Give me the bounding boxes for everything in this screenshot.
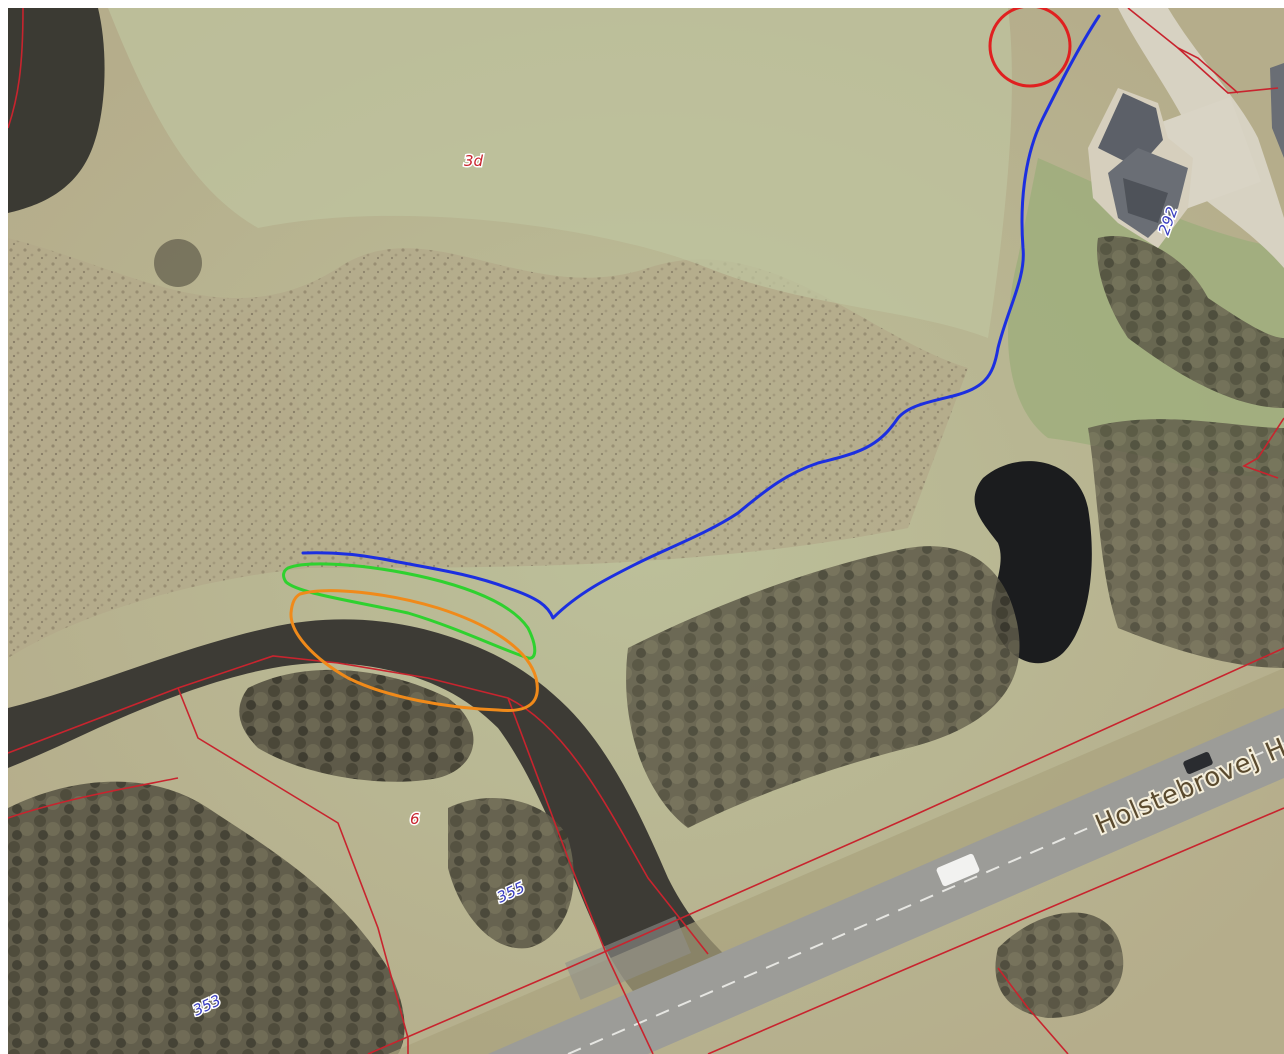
road-bridge bbox=[564, 916, 692, 1000]
boundary-island-east bbox=[507, 697, 654, 1054]
red-circle-annotation bbox=[988, 8, 1072, 88]
boundary-bottom-right bbox=[997, 967, 1069, 1054]
parcel-label-3d: 3d bbox=[464, 152, 484, 170]
boundary-house-west bbox=[1177, 47, 1239, 94]
boundary-upper-left bbox=[8, 8, 24, 129]
boundary-island-west bbox=[177, 687, 409, 1054]
orange-outline-annotation bbox=[289, 589, 539, 713]
woodland-east bbox=[626, 546, 1020, 828]
boundary-river-south bbox=[8, 655, 709, 955]
river-upper-left bbox=[8, 8, 105, 213]
road bbox=[488, 708, 1284, 1054]
boundary-road-south bbox=[707, 807, 1284, 1054]
woodland-far-east bbox=[1088, 419, 1284, 668]
boundary-left-bottom bbox=[8, 777, 179, 819]
boundary-east-notch bbox=[1242, 417, 1284, 479]
meadow-area bbox=[108, 8, 1012, 338]
road-center-line bbox=[567, 742, 1284, 1054]
woodland-island bbox=[239, 669, 474, 782]
woodland-house bbox=[1097, 236, 1284, 408]
vehicle-white bbox=[936, 853, 980, 887]
house-right-edge bbox=[1270, 63, 1284, 158]
woodland-bottom-right bbox=[995, 912, 1124, 1018]
boundary-top-right bbox=[1127, 8, 1279, 94]
parcel-label-6: 6 bbox=[410, 810, 420, 828]
heath-area-north bbox=[8, 308, 308, 478]
green-outline-annotation bbox=[282, 562, 537, 660]
woodland-south-west bbox=[8, 781, 405, 1054]
tree-clump bbox=[154, 239, 202, 287]
parcel-boundaries bbox=[8, 8, 1284, 1054]
river bbox=[8, 619, 728, 1008]
blue-line-annotation bbox=[301, 14, 1101, 620]
woodland-center bbox=[448, 798, 574, 949]
vehicle-dark bbox=[1183, 752, 1213, 774]
boundary-road-north bbox=[367, 647, 1284, 1054]
house bbox=[1088, 88, 1193, 248]
aerial-map-canvas[interactable]: 3d 6 292 355 353 Holstebrovej H bbox=[8, 8, 1284, 1054]
aerial-map[interactable]: 3d 6 292 355 353 Holstebrovej H bbox=[8, 8, 1284, 1054]
